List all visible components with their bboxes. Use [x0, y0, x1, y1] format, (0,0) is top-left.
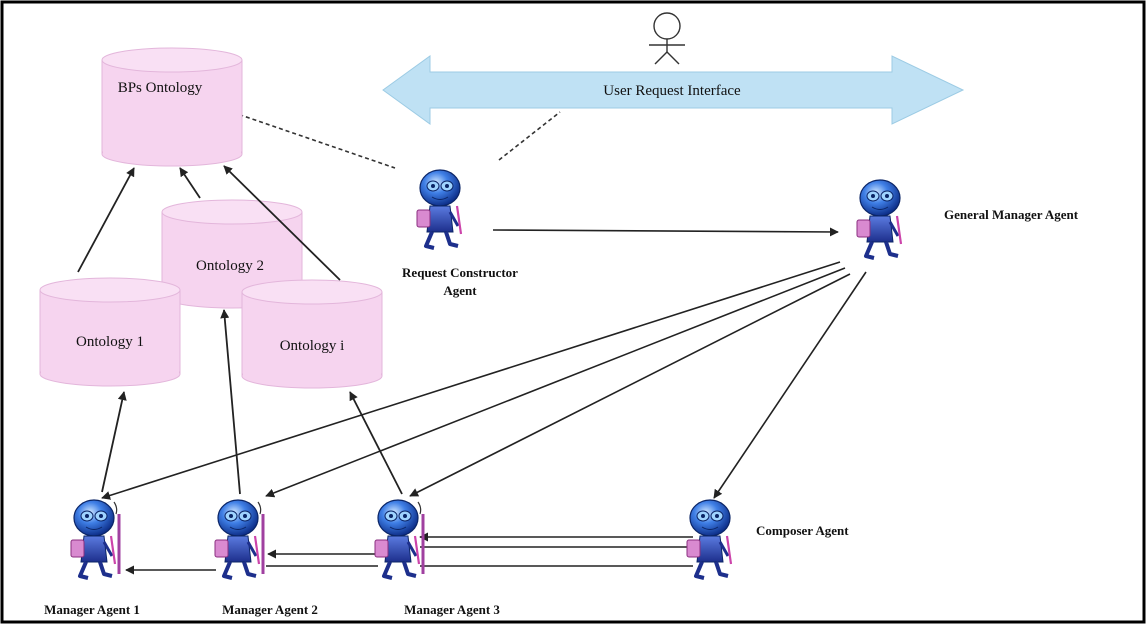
robot-agent-icon — [375, 500, 423, 578]
manager-agent-3[interactable]: Manager Agent 3 — [375, 500, 500, 617]
interface-label: User Request Interface — [603, 83, 741, 99]
user-request-interface[interactable]: User Request Interface — [382, 55, 965, 125]
arrow-general-to-m3 — [409, 273, 851, 497]
robot-agent-icon — [71, 500, 119, 578]
arrow-request-to-general — [492, 227, 839, 237]
database-ontology-2[interactable]: Ontology 2 — [161, 199, 303, 309]
db-label: Ontology 2 — [196, 258, 264, 274]
agent-label-line2: Agent — [443, 283, 477, 298]
ontology-arrows — [77, 165, 403, 495]
arrow-oi-to-main — [223, 165, 341, 281]
arrow-o1-to-main — [77, 167, 135, 273]
robot-agent-icon — [855, 178, 903, 260]
db-label: Ontology i — [280, 338, 345, 354]
arrow-o2-to-main — [179, 167, 201, 199]
arrow-m1-to-o1 — [101, 391, 127, 493]
arrow-general-to-m2 — [265, 267, 846, 498]
robot-agent-icon — [685, 498, 733, 580]
agent-arrows — [101, 227, 867, 575]
agent-label: Manager Agent 1 — [44, 602, 140, 617]
agent-label: Manager Agent 2 — [222, 602, 318, 617]
arrow-m3-to-oi — [349, 391, 403, 495]
manager-agent-2[interactable]: Manager Agent 2 — [215, 500, 318, 617]
arrow-general-to-composer — [713, 271, 867, 499]
user-stick-figure-icon — [649, 12, 685, 65]
dashed-link-ontology — [225, 109, 396, 169]
arrow-general-to-m1 — [101, 261, 841, 500]
manager-agent-1[interactable]: Manager Agent 1 — [44, 500, 140, 617]
robot-agent-icon — [215, 500, 263, 578]
dashed-link-interface — [498, 111, 561, 161]
arrow-m2-to-o2 — [220, 309, 241, 495]
agent-label: Composer Agent — [756, 523, 849, 538]
agent-label: Request Constructor — [402, 265, 518, 280]
agent-label: Manager Agent 3 — [404, 602, 500, 617]
request-constructor-agent[interactable]: Request Constructor Agent — [402, 168, 518, 298]
database-bps-ontology[interactable]: BPs Ontology — [101, 47, 243, 167]
db-label: Ontology 1 — [76, 334, 144, 350]
composer-agent[interactable]: Composer Agent — [685, 498, 849, 580]
double-arrow-shape — [382, 55, 965, 125]
db-label: BPs Ontology — [118, 80, 203, 96]
database-ontology-1[interactable]: Ontology 1 — [39, 277, 181, 387]
general-manager-agent[interactable]: General Manager Agent — [855, 178, 1079, 260]
agent-label: General Manager Agent — [944, 207, 1079, 222]
robot-agent-icon — [415, 168, 463, 250]
database-ontology-i[interactable]: Ontology i — [241, 279, 383, 389]
